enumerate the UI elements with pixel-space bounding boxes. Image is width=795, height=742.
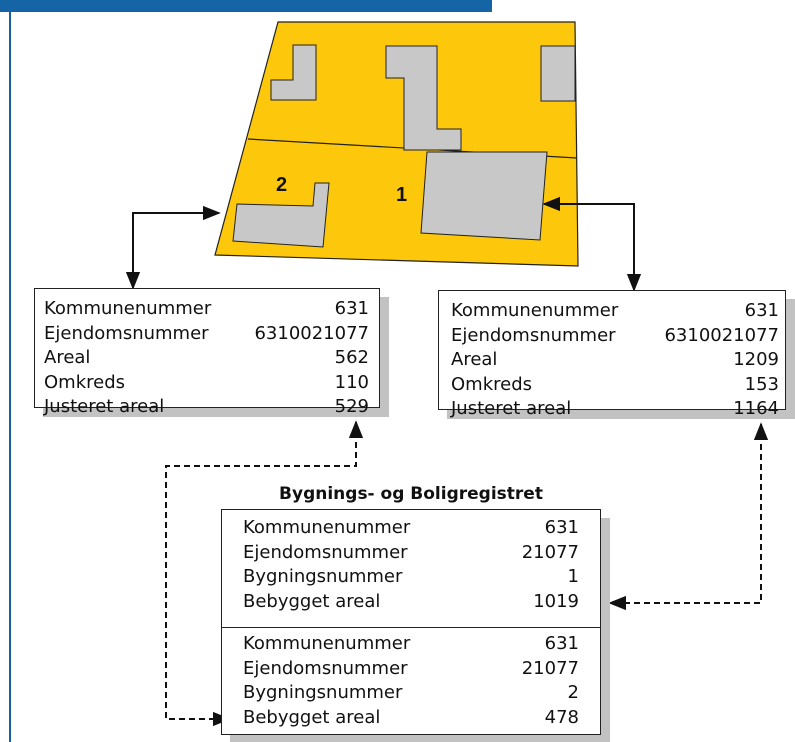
row-value: 1 bbox=[567, 566, 579, 587]
row-label: Ejendomsnummer bbox=[243, 541, 408, 563]
dashed-connector-left-to-register bbox=[165, 420, 364, 727]
row-bygningsnummer: Bygningsnummer 1 bbox=[243, 565, 579, 590]
row-kommunenummer: Kommunenummer 631 bbox=[44, 297, 369, 322]
row-value: 631 bbox=[544, 517, 579, 538]
row-value: 153 bbox=[744, 373, 779, 395]
row-omkreds: Omkreds 110 bbox=[44, 371, 369, 396]
building-2 bbox=[232, 182, 330, 248]
row-bygningsnummer: Bygningsnummer 2 bbox=[243, 681, 579, 706]
building-top-right bbox=[540, 45, 576, 102]
header-banner bbox=[0, 0, 492, 12]
row-areal: Areal 562 bbox=[44, 346, 369, 371]
row-areal: Areal 1209 bbox=[451, 348, 779, 373]
building-1 bbox=[420, 151, 548, 241]
row-value: 6310021077 bbox=[254, 322, 369, 344]
row-value: 529 bbox=[334, 396, 369, 417]
building-register-box: Kommunenummer 631 Ejendomsnummer 21077 Byg… bbox=[221, 509, 601, 735]
row-label: Areal bbox=[44, 347, 91, 368]
row-bebygget-areal: Bebygget areal 478 bbox=[243, 706, 579, 731]
row-label: Justeret areal bbox=[451, 398, 572, 419]
row-label: Bebygget areal bbox=[243, 590, 381, 612]
row-ejendomsnummer: Ejendomsnummer 21077 bbox=[243, 657, 579, 682]
row-label: Ejendomsnummer bbox=[451, 324, 616, 346]
parcel-map bbox=[214, 21, 579, 267]
parcel-label-1: 1 bbox=[396, 184, 407, 206]
row-label: Kommunenummer bbox=[451, 300, 619, 321]
row-label: Kommunenummer bbox=[44, 298, 212, 319]
row-value: 21077 bbox=[521, 541, 579, 563]
row-bebygget-areal: Bebygget areal 1019 bbox=[243, 590, 579, 615]
row-value: 631 bbox=[544, 633, 579, 654]
row-justeret-areal: Justeret areal 1164 bbox=[451, 397, 779, 422]
row-value: 1019 bbox=[533, 590, 579, 612]
row-label: Justeret areal bbox=[44, 396, 165, 417]
row-label: Bebygget areal bbox=[243, 706, 381, 728]
row-label: Bygningsnummer bbox=[243, 682, 403, 703]
row-kommunenummer: Kommunenummer 631 bbox=[243, 632, 579, 657]
row-label: Areal bbox=[451, 349, 498, 370]
row-justeret-areal: Justeret areal 529 bbox=[44, 395, 369, 420]
row-ejendomsnummer: Ejendomsnummer 21077 bbox=[243, 541, 579, 566]
row-value: 562 bbox=[334, 347, 369, 368]
building-top-middle bbox=[385, 45, 462, 151]
parcel-box-left: Kommunenummer 631 Ejendomsnummer 631002107… bbox=[34, 288, 380, 417]
row-value: 631 bbox=[334, 298, 369, 319]
row-value: 21077 bbox=[521, 657, 579, 679]
row-label: Omkreds bbox=[451, 373, 533, 395]
row-label: Ejendomsnummer bbox=[44, 322, 209, 344]
row-value: 2 bbox=[567, 682, 579, 703]
row-label: Omkreds bbox=[44, 371, 126, 393]
building-1-section: Kommunenummer 631 Ejendomsnummer 21077 Byg… bbox=[222, 516, 600, 614]
row-value: 110 bbox=[334, 371, 369, 393]
row-label: Kommunenummer bbox=[243, 633, 411, 654]
parcel-box-right: Kommunenummer 631 Ejendomsnummer 631002107… bbox=[438, 290, 786, 419]
row-omkreds: Omkreds 153 bbox=[451, 373, 779, 398]
row-kommunenummer: Kommunenummer 631 bbox=[243, 516, 579, 541]
left-margin-rule bbox=[9, 12, 11, 742]
row-kommunenummer: Kommunenummer 631 bbox=[451, 299, 779, 324]
building-top-left bbox=[270, 44, 317, 101]
building-2-section: Kommunenummer 631 Ejendomsnummer 21077 Byg… bbox=[222, 627, 600, 730]
row-value: 631 bbox=[744, 300, 779, 321]
connector-parcel-1-to-right-box bbox=[542, 196, 642, 292]
row-ejendomsnummer: Ejendomsnummer 6310021077 bbox=[44, 322, 369, 347]
row-label: Kommunenummer bbox=[243, 517, 411, 538]
row-value: 478 bbox=[544, 706, 579, 728]
row-ejendomsnummer: Ejendomsnummer 6310021077 bbox=[451, 324, 779, 349]
parcel-label-2: 2 bbox=[276, 174, 287, 196]
row-value: 1209 bbox=[733, 349, 779, 370]
connector-parcel-2-to-left-box bbox=[125, 205, 221, 290]
row-label: Ejendomsnummer bbox=[243, 657, 408, 679]
dashed-connector-right-to-register bbox=[608, 422, 769, 611]
row-value: 1164 bbox=[733, 398, 779, 419]
row-label: Bygningsnummer bbox=[243, 566, 403, 587]
register-title: Bygnings- og Boligregistret bbox=[279, 484, 543, 504]
row-value: 6310021077 bbox=[664, 324, 779, 346]
